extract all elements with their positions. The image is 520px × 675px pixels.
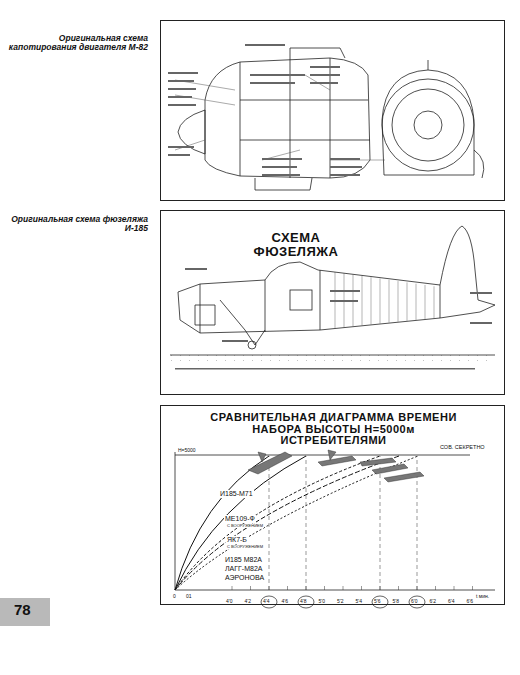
illegible-notes (175, 268, 492, 370)
curve-label: АЭРОНОВА (224, 574, 265, 582)
axis-tick: 4'6 (282, 599, 289, 605)
axis-tick: 01 (186, 594, 192, 600)
axis-tick: 4'0 (226, 599, 233, 605)
axis-tick: 5'6 (374, 599, 381, 605)
leader-lines (175, 75, 385, 160)
axis-tick: 0 (173, 594, 176, 600)
axis-unit: t мин. (476, 594, 489, 600)
illegible-notes (168, 44, 362, 176)
curve-label: И185-М71 (219, 490, 254, 498)
axis-tick: 4'4 (263, 599, 270, 605)
page-number-ground (0, 598, 50, 626)
drawing-panel: СРАВНИТЕЛЬНАЯ ДИАГРАММА ВРЕМЕНИ НАБОРА В… (160, 405, 505, 605)
cowling-drawing (178, 48, 484, 190)
secrecy-stamp: СОВ. СЕКРЕТНО (440, 444, 485, 450)
axis-tick: 4'8 (300, 599, 307, 605)
curve-note: С ВООРУЖЕНИЕМ (226, 524, 264, 528)
curve-note: С ВООРУЖЕНИЕМ (226, 545, 264, 549)
axis-tick: 5'4 (356, 599, 363, 605)
chart-axes (175, 452, 495, 590)
axis-tick: 5'2 (337, 599, 344, 605)
drawing-panel: СХЕМА ФЮЗЕЛЯЖА (160, 210, 505, 395)
axis-tick: 6'4 (448, 599, 455, 605)
circled-values (261, 596, 425, 608)
time-grid (232, 456, 473, 590)
aircraft-silhouettes (248, 450, 424, 482)
axis-tick: 4'2 (245, 599, 252, 605)
axis-tick: 6'6 (467, 599, 474, 605)
climb-curves (175, 456, 418, 590)
curve-label: МЕ109-Ф (224, 515, 256, 523)
figure-caption: Оригинальная схема капотирования двигате… (8, 34, 148, 53)
curve-label: И185 М82А (224, 556, 263, 564)
panel-title: СХЕМА ФЮЗЕЛЯЖА (231, 231, 361, 258)
page-number: 78 (14, 602, 31, 619)
axis-tick: 5'0 (319, 599, 326, 605)
figure-caption: Оригинальная схема фюзеляжа И-185 (8, 215, 148, 234)
axis-tick: 5'8 (393, 599, 400, 605)
axis-tick: 6'2 (430, 599, 437, 605)
axis-tick: 6'0 (411, 599, 418, 605)
curve-label: ЛАГГ-М82А (224, 565, 263, 573)
station-ruler (170, 355, 495, 361)
curve-label: ЯК7-Б (226, 536, 248, 544)
panel-title: СРАВНИТЕЛЬНАЯ ДИАГРАММА ВРЕМЕНИ НАБОРА В… (201, 412, 466, 447)
panel-frame (161, 21, 505, 201)
fuselage-drawing (170, 226, 495, 355)
axis-label: Н=5000 (178, 448, 196, 454)
